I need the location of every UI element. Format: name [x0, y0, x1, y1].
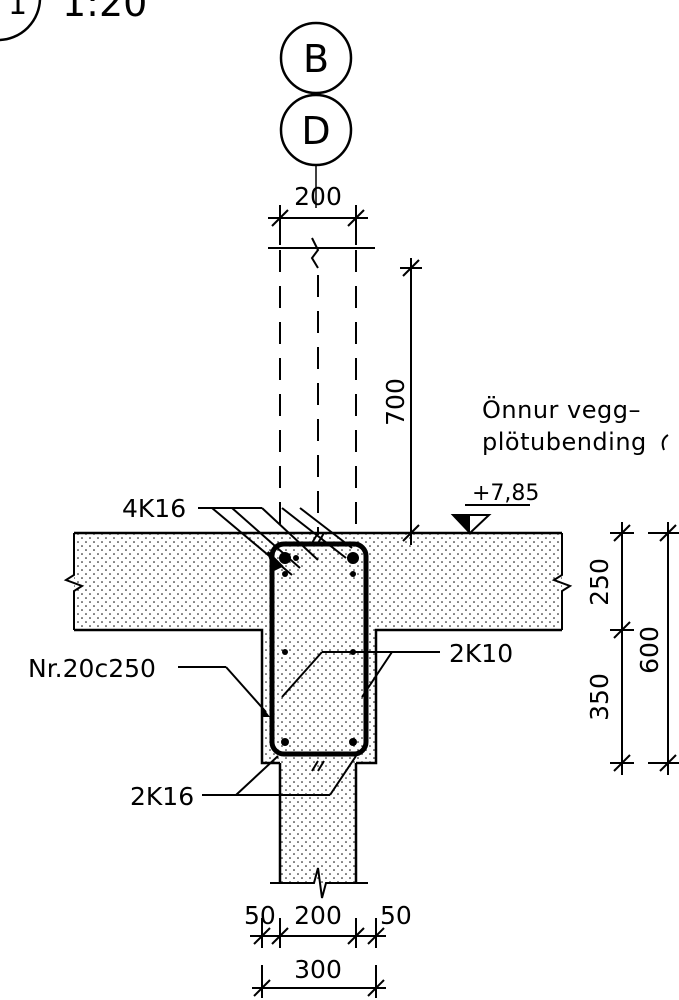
dim-bottom — [250, 918, 386, 998]
concrete-section — [63, 531, 573, 899]
dim-total-depth-label: 600 — [635, 626, 664, 674]
detail-scale: 1:20 — [62, 0, 147, 25]
wall-above — [268, 237, 375, 535]
label-top-bars: 4K16 — [122, 494, 186, 523]
grid-label-b: B — [303, 37, 329, 81]
note-line-2: plötubending — [482, 428, 647, 456]
dim-bottom-mid-label: 200 — [294, 901, 342, 930]
dim-beam-drop-label: 350 — [585, 673, 614, 721]
leader-side-bars — [281, 651, 440, 698]
reinforcement — [269, 541, 369, 757]
leader-stirrups — [178, 666, 270, 717]
dim-wall-height-label: 700 — [381, 378, 410, 426]
dim-slab-label: 250 — [585, 558, 614, 606]
dim-bottom-right-label: 50 — [380, 901, 412, 930]
leader-top-bars — [198, 507, 353, 576]
level-label: +7,85 — [472, 481, 539, 506]
dim-bottom-total-label: 300 — [294, 955, 342, 984]
dim-wall-width — [268, 205, 368, 245]
note-bracket — [661, 434, 669, 451]
dim-right — [610, 522, 679, 775]
label-side-bars: 2K10 — [449, 639, 513, 668]
level-marker — [450, 504, 530, 535]
dim-wall-width-label: 200 — [294, 182, 342, 211]
grid-bubble-b — [279, 21, 353, 95]
stirrup — [269, 541, 369, 757]
label-bottom-bars: 2K16 — [130, 782, 194, 811]
grid-bubbles: B D — [279, 21, 353, 208]
note-line-1: Önnur vegg– — [482, 395, 641, 424]
label-stirrups: Nr.20c250 — [28, 654, 156, 683]
dim-bottom-left-label: 50 — [244, 901, 276, 930]
leader-bottom-bars — [202, 755, 357, 796]
detail-header: 1 1:20 — [0, 0, 147, 42]
detail-number: 1 — [8, 0, 27, 22]
grid-label-d: D — [301, 109, 330, 153]
